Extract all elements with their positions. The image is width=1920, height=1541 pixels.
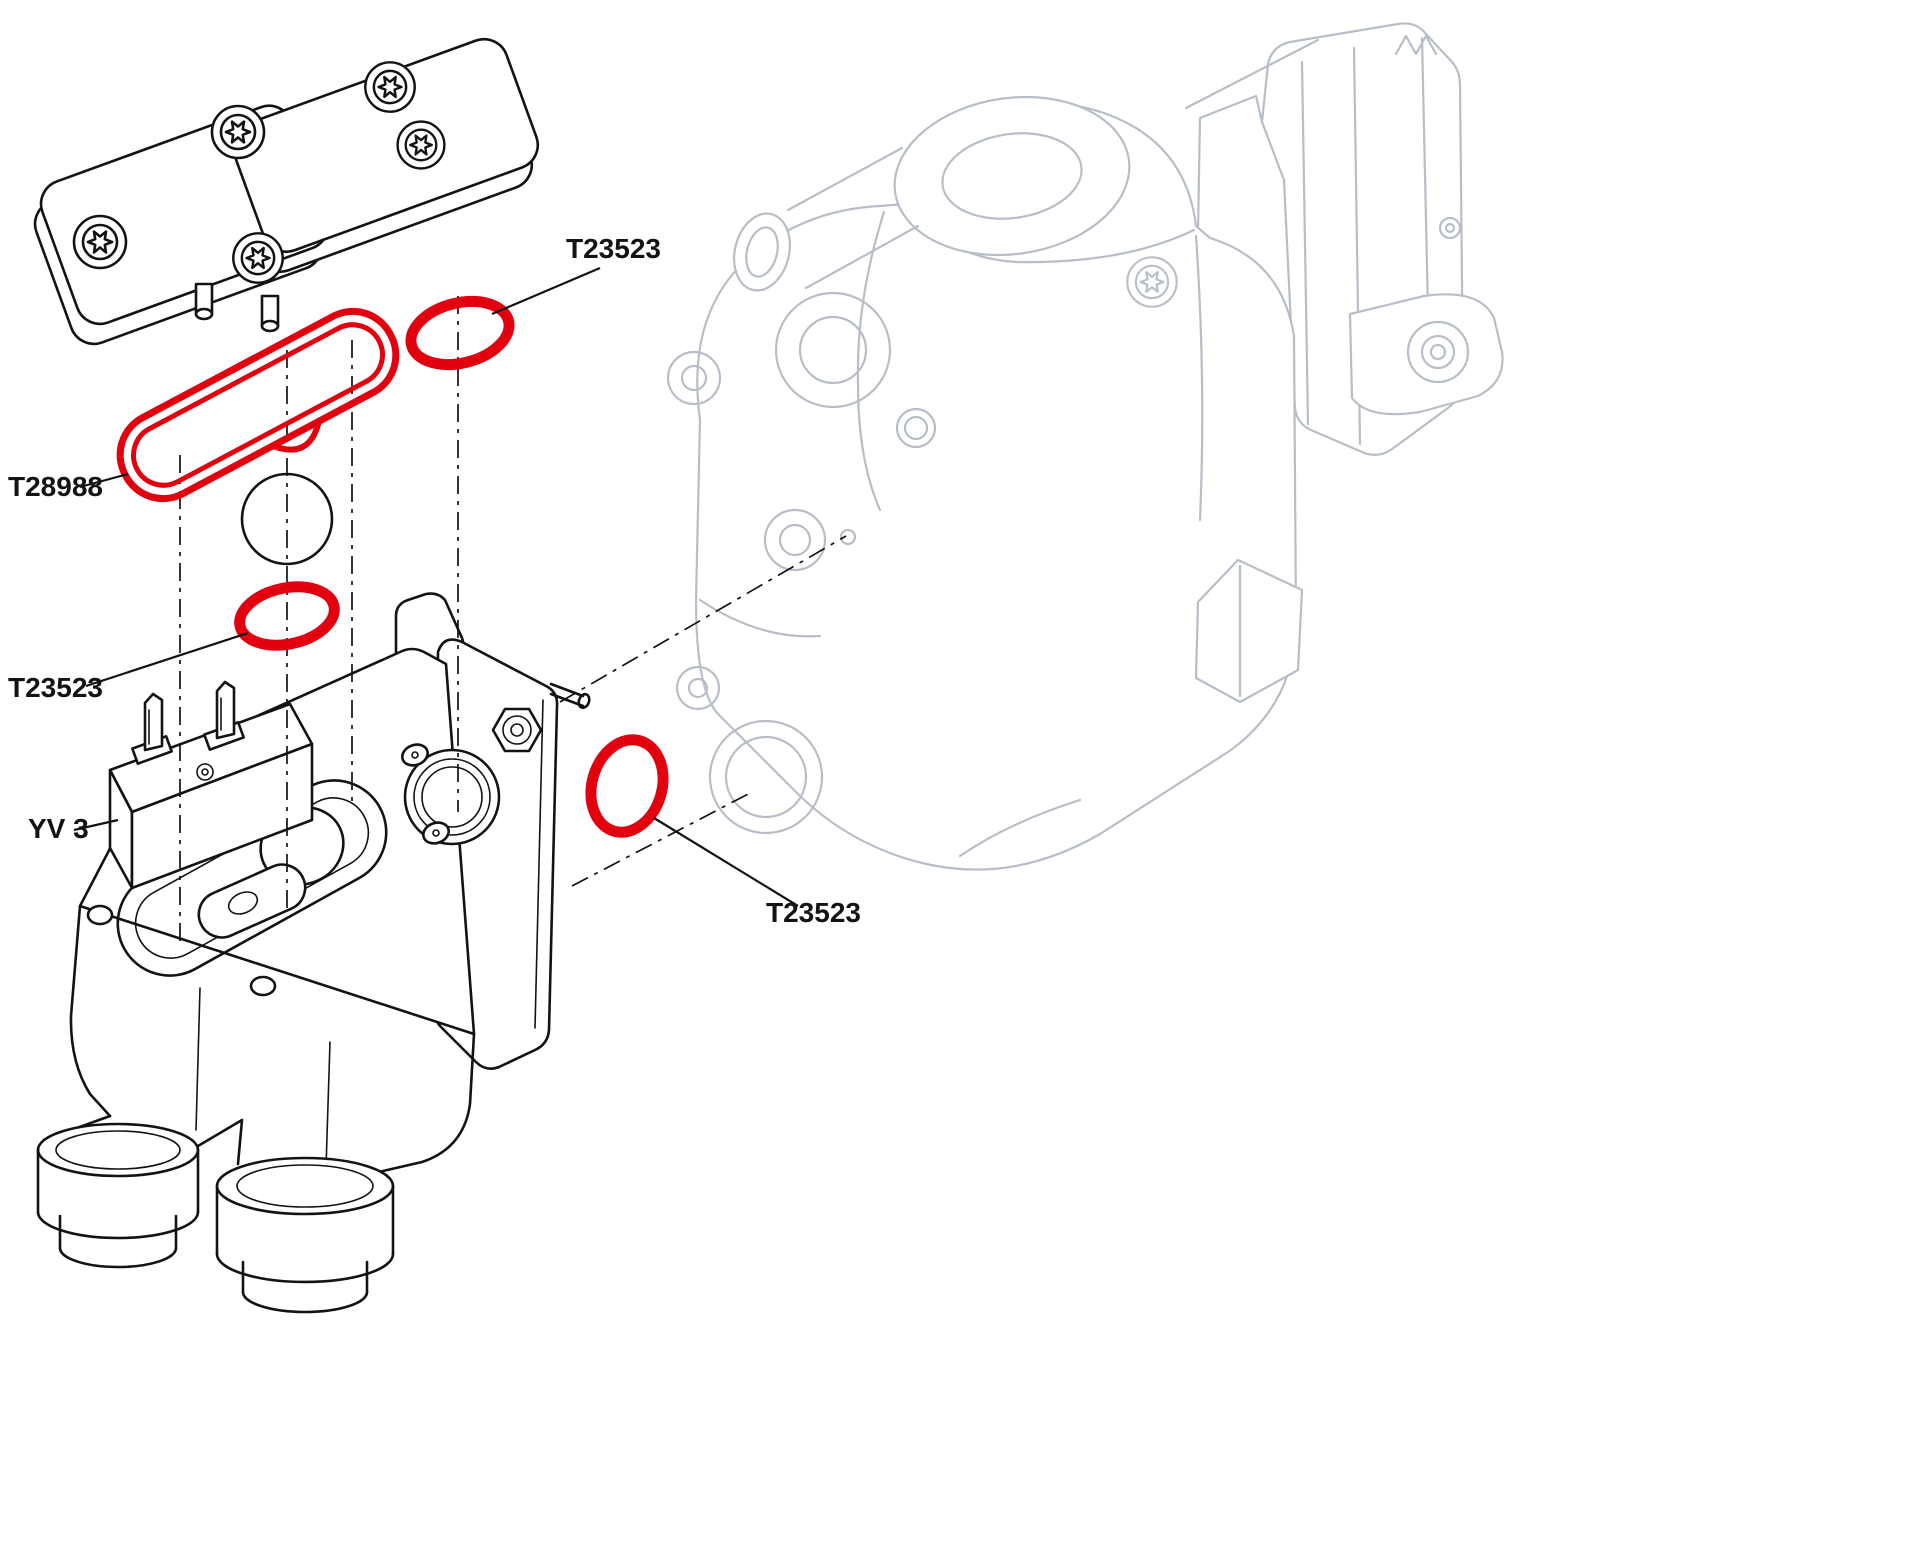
plate-pegs <box>194 282 280 333</box>
background-assembly <box>666 22 1504 871</box>
callout-oring-top: T23523 <box>491 233 661 316</box>
ball-element <box>240 472 334 566</box>
locating-pin <box>549 682 591 710</box>
oring-mid <box>234 581 340 651</box>
callout-solenoid: YV 3 <box>28 813 119 844</box>
valve-body <box>36 592 591 1314</box>
part-label: T28988 <box>8 471 103 502</box>
oring-top <box>405 295 515 371</box>
solenoid-block <box>108 680 314 890</box>
part-label: T23523 <box>566 233 661 264</box>
hex-bolt <box>491 707 543 753</box>
callouts: T23523 T28988 T23523 YV 3 T23523 <box>8 233 861 928</box>
alignment-centerlines-vertical <box>179 296 459 948</box>
gasket-t28988 <box>116 307 400 503</box>
seal-port <box>403 748 501 846</box>
oring-right <box>585 734 669 838</box>
alignment-centerlines-diagonal <box>559 535 847 887</box>
spade-terminal <box>143 692 164 752</box>
part-label: YV 3 <box>28 813 89 844</box>
part-label: T23523 <box>766 897 861 928</box>
callout-gasket: T28988 <box>8 471 129 502</box>
body-lower <box>36 904 476 1314</box>
callout-oring-mid: T23523 <box>8 631 249 703</box>
cover-plate <box>33 37 540 346</box>
bolt-holes <box>86 743 450 997</box>
part-label: T23523 <box>8 672 103 703</box>
inlet-port <box>733 212 791 292</box>
spade-terminal <box>215 680 236 740</box>
callout-oring-right: T23523 <box>653 817 861 928</box>
